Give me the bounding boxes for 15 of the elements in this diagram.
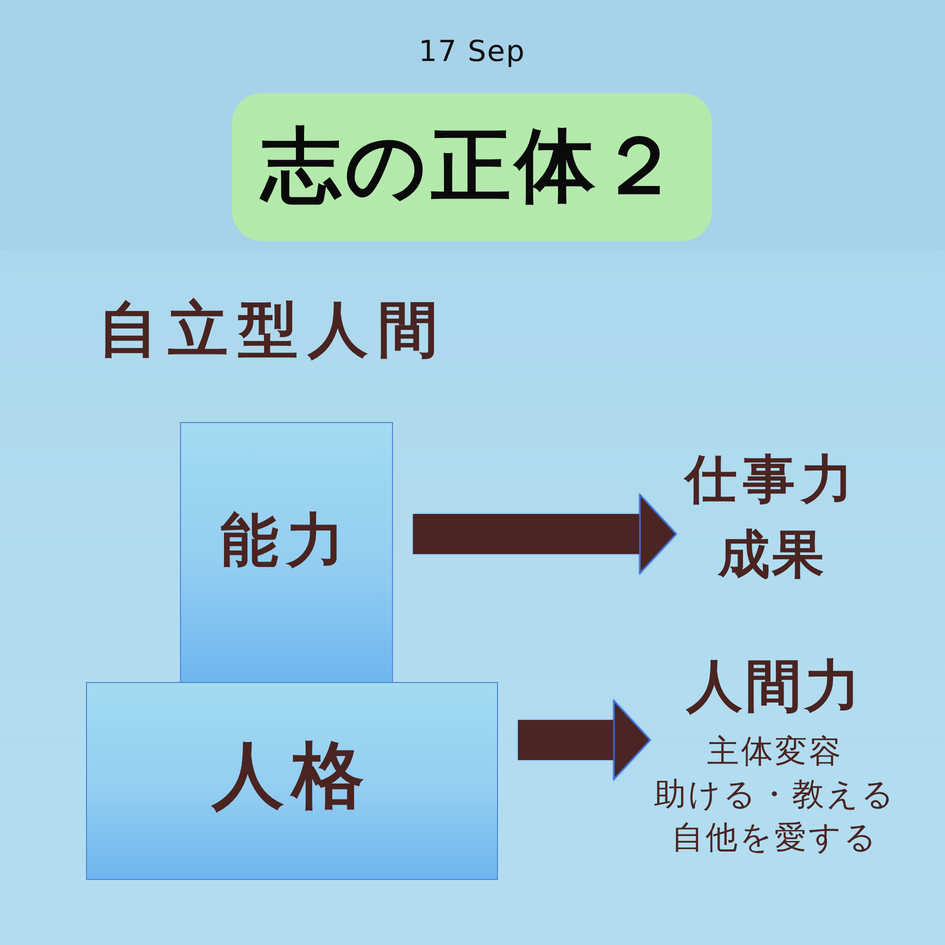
item-text: 自他を愛する (672, 817, 878, 858)
date-text: 17 Sep (418, 34, 526, 68)
base-block (86, 682, 498, 880)
item-text: 成果 (718, 524, 826, 587)
title-heading: 志の正体２ (232, 93, 712, 241)
arrow (518, 700, 651, 780)
item-text: 助ける・教える (654, 774, 896, 815)
heading-text: 人間力 (686, 653, 864, 721)
block-label: 人格 (212, 732, 372, 818)
heading-text: 仕事力 (685, 449, 859, 512)
upper-block (180, 422, 393, 683)
item-text: 主体変容 (707, 731, 843, 772)
heading-text: 自立型人間 (98, 294, 448, 367)
arrow (413, 494, 677, 574)
block-label: 能力 (220, 504, 352, 574)
